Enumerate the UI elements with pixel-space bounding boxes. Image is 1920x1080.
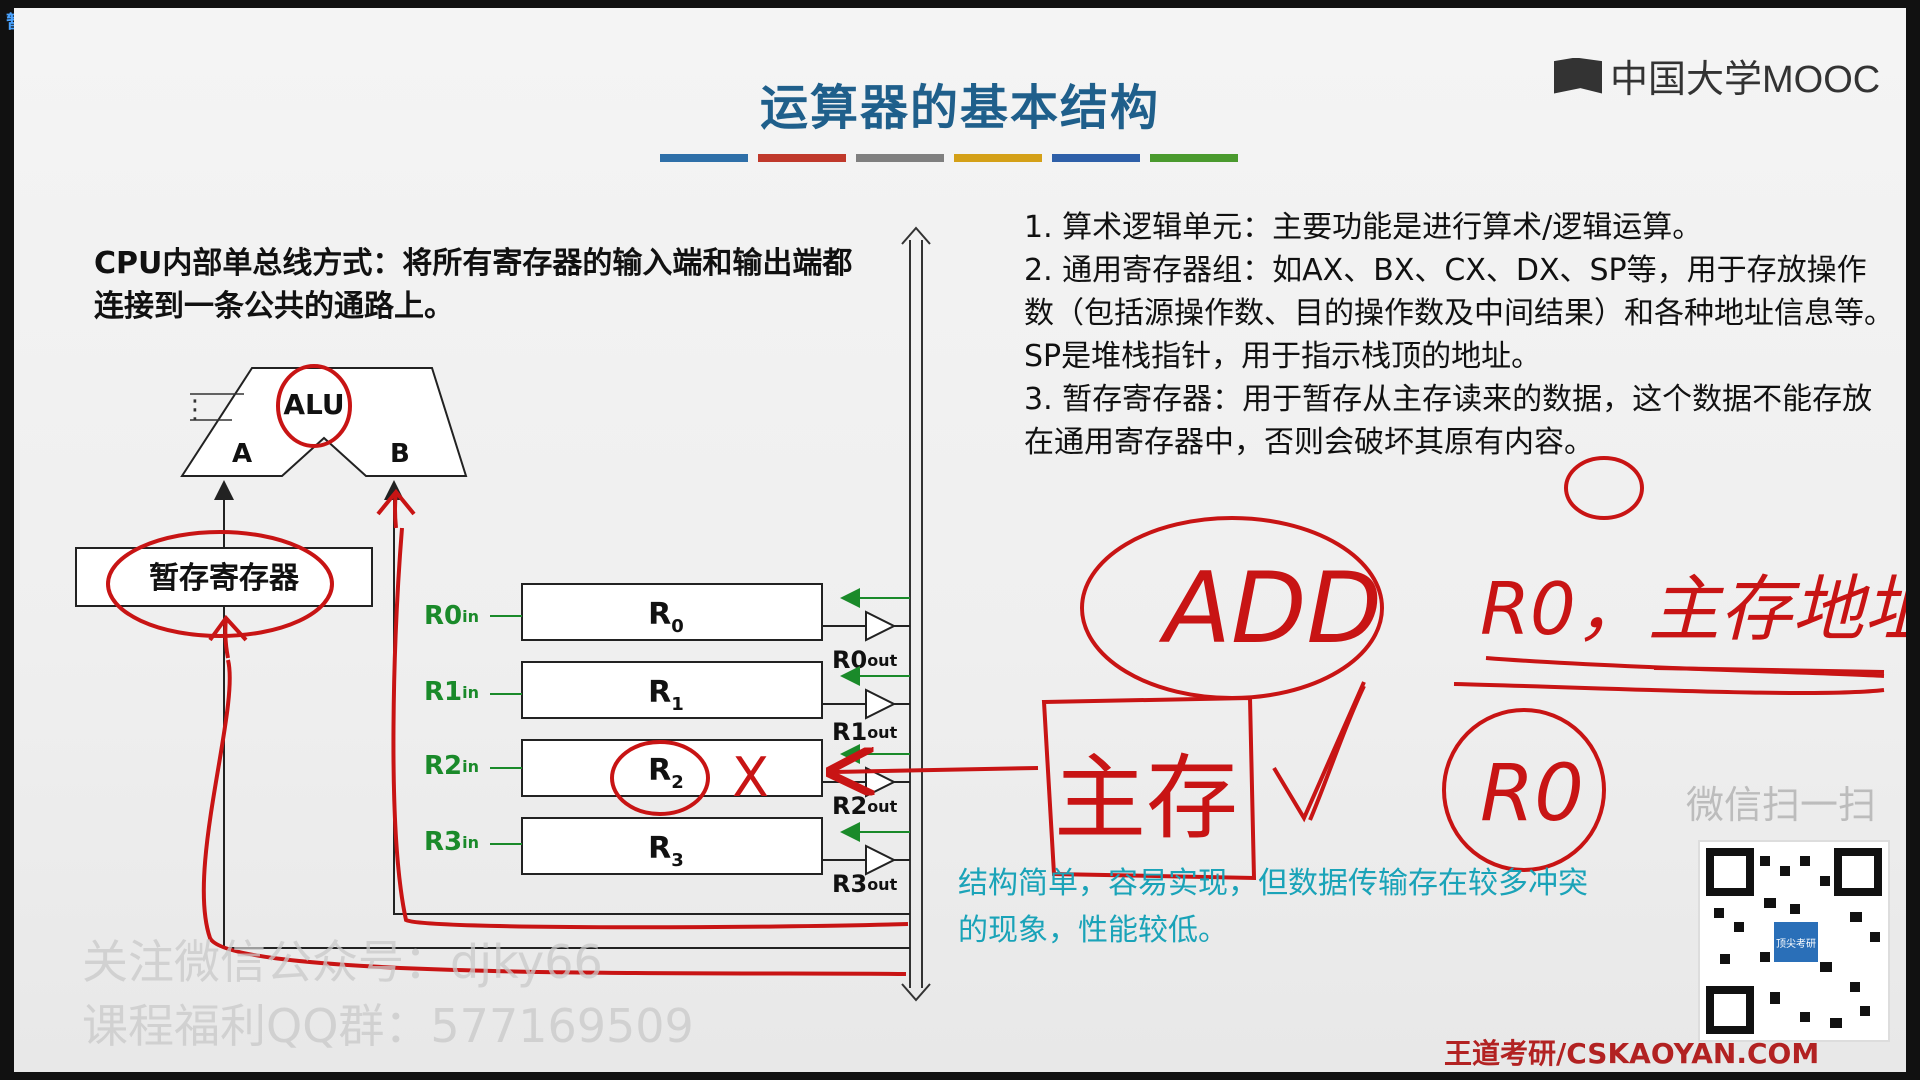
mooc-logo: 中国大学MOOC xyxy=(1554,48,1880,103)
svg-text:R3out: R3out xyxy=(832,870,898,898)
handwritten-annotations xyxy=(106,364,1885,976)
component-item-gpr: 2. 通用寄存器组：如AX、BX、CX、DX、SP等，用于存放操作数（包括源操作… xyxy=(1024,253,1894,374)
register-r0: R0 R0in R0out xyxy=(424,583,898,674)
register-r2: R2 R2in R2out xyxy=(424,739,898,820)
qr-center-label: 顶尖考研 xyxy=(1776,937,1816,950)
title-bar-segment xyxy=(660,154,748,162)
title-color-bar xyxy=(660,154,1238,162)
annotation-operand: R0，主存地址 xyxy=(1480,567,1906,651)
svg-text:R3in: R3in xyxy=(424,827,479,857)
title-bar-segment xyxy=(1052,154,1140,162)
annotation-add: ADD xyxy=(1158,552,1382,666)
title-bar-segment xyxy=(758,154,846,162)
slide: 运算器的基本结构 中国大学MOOC CPU内部单总线方式：将所有寄存器的输入端和… xyxy=(14,8,1906,1072)
watermark: 关注微信公众号：djky66 课程福利QQ群：577169509 xyxy=(82,930,694,1058)
component-list: 1. 算术逻辑单元：主要功能是进行算术/逻辑运算。 2. 通用寄存器组：如AX、… xyxy=(1024,206,1894,464)
svg-text:R2out: R2out xyxy=(832,792,898,820)
annotation-main-memory: 主存 xyxy=(1054,745,1238,852)
slide-title: 运算器的基本结构 xyxy=(759,80,1160,136)
register-r3: R3 R3in R3out xyxy=(424,817,898,898)
footer-brand: 王道考研/CSKAOYAN.COM xyxy=(1444,1037,1820,1070)
qr-code[interactable]: 顶尖考研 xyxy=(1698,840,1890,1042)
svg-text:R2: R2 xyxy=(648,753,684,793)
performance-note: 结构简单，容易实现，但数据传输存在较多冲突的现象，性能较低。 xyxy=(958,866,1588,948)
svg-text:R2in: R2in xyxy=(424,751,479,781)
wechat-scan-label: 微信扫一扫 xyxy=(1686,783,1877,827)
qr-pattern: 顶尖考研 xyxy=(1706,848,1882,1034)
svg-text:R1in: R1in xyxy=(424,677,479,707)
mooc-logo-text: 中国大学MOOC xyxy=(1610,59,1881,101)
component-item-alu: 1. 算术逻辑单元：主要功能是进行算术/逻辑运算。 xyxy=(1024,210,1703,245)
watermark-line-2: 课程福利QQ群：577169509 xyxy=(82,999,694,1053)
temp-register: 暂存寄存器 xyxy=(75,547,373,607)
system-bus xyxy=(901,226,931,1002)
register-r1: R1 R1in R1out xyxy=(424,661,898,746)
alu-input-a: A xyxy=(232,439,252,469)
svg-text:R1: R1 xyxy=(648,675,684,715)
svg-text:R0: R0 xyxy=(648,597,684,637)
alu-label: ALU xyxy=(283,388,344,421)
temp-register-label: 暂存寄存器 xyxy=(149,561,300,596)
bus-description: CPU内部单总线方式：将所有寄存器的输入端和输出端都连接到一条公共的通路上。 xyxy=(94,246,853,324)
title-bar-segment xyxy=(856,154,944,162)
alu-input-b: B xyxy=(390,439,410,469)
bus-diagram: ALU A B ⋮ 暂存寄存器 R0 R0in R0out xyxy=(75,226,1906,1002)
svg-text:R1out: R1out xyxy=(832,718,898,746)
title-bar-segment xyxy=(954,154,1042,162)
annotation-cross: X xyxy=(732,746,769,809)
svg-text:R0out: R0out xyxy=(832,646,898,674)
title-bar-segment xyxy=(1150,154,1238,162)
annotation-r0: R0 xyxy=(1480,749,1584,839)
svg-text:R3: R3 xyxy=(648,831,684,871)
svg-text:R0in: R0in xyxy=(424,601,479,631)
alu: ALU A B ⋮ xyxy=(180,367,468,477)
component-item-temp: 3. 暂存寄存器：用于暂存从主存读来的数据，这个数据不能存放在通用寄存器中，否则… xyxy=(1024,382,1873,460)
mooc-book-icon xyxy=(1554,57,1602,94)
watermark-line-1: 关注微信公众号：djky66 xyxy=(82,935,603,989)
register-file: R0 R0in R0out R1 R1in R1out R2 R2in R2ou… xyxy=(424,583,910,898)
